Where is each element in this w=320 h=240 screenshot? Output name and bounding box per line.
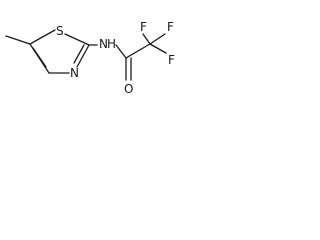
atom-label-thiazole-nitrogen: N — [70, 66, 79, 80]
bond-cf3-f1 — [142, 33, 151, 45]
atom-label-fluorine-2: F — [167, 20, 174, 34]
bond-nh-carbonyl — [115, 44, 127, 59]
atom-label-sulfur: S — [56, 24, 64, 38]
structural-formula: S N N H O F F F — [5, 20, 175, 96]
bond-s1-c2 — [64, 33, 90, 46]
bond-c2-n3 — [76, 44, 90, 68]
bond-c2-n3-double — [73, 44, 85, 64]
bond-c4-c5-double — [32, 47, 47, 68]
atom-label-amide-nitrogen: N — [99, 37, 108, 51]
atom-label-amide-hydrogen: H — [107, 37, 116, 51]
atom-label-carbonyl-oxygen: O — [124, 82, 133, 96]
atom-label-fluorine-1: F — [140, 20, 147, 34]
bond-cf3-f3 — [149, 43, 167, 54]
bond-carbonyl-cf3 — [125, 43, 151, 59]
bond-c5-s1 — [29, 29, 56, 45]
atom-label-fluorine-3: F — [168, 53, 175, 67]
bond-methyl — [5, 35, 31, 45]
bond-cf3-f2 — [149, 33, 166, 45]
